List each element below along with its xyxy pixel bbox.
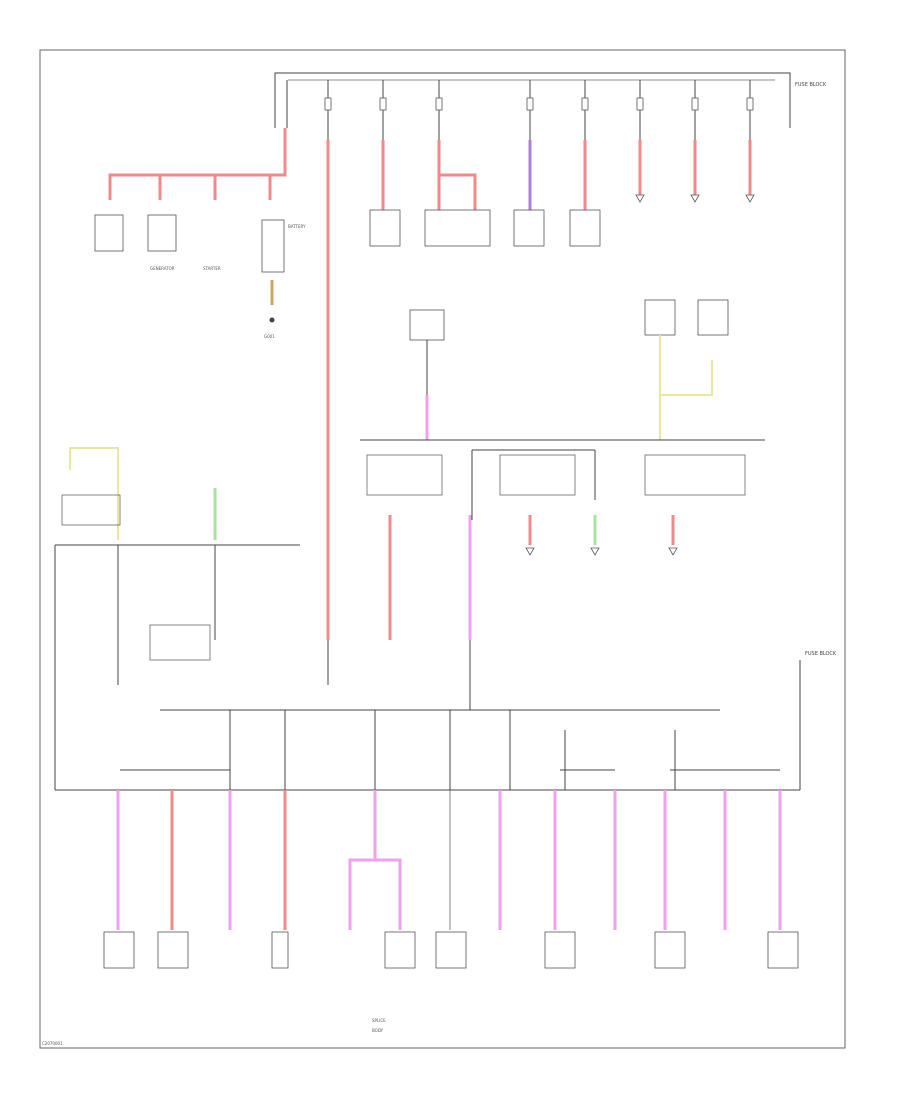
top-fuse-bus: FUSE BLOCK [274, 72, 827, 140]
lower-bus: FUSE BLOCK [55, 651, 837, 791]
fuse-box-top-label: FUSE BLOCK [795, 82, 827, 88]
integrated-supply-module-box [424, 209, 491, 247]
main-relay-box [61, 494, 121, 526]
fuse-drops [286, 80, 751, 140]
brake-light-switch-box [644, 299, 676, 336]
diagram-frame [39, 49, 846, 1049]
sensor-box [149, 624, 211, 661]
dsc-module-box [513, 209, 545, 247]
trailer-module-box [369, 209, 401, 247]
left-relay-section [54, 447, 300, 790]
clutch-switch-box [409, 309, 445, 341]
relay-2 [499, 454, 576, 496]
battery-label: BATTERY [288, 224, 306, 229]
relay-3 [644, 454, 746, 496]
power-source-cluster: GENERATOR STARTER BATTERY G001 [94, 128, 306, 339]
starter-label: STARTER [203, 266, 221, 271]
bottom-components [103, 931, 799, 969]
fuse-symbols [324, 97, 754, 111]
transfer-case-module-box [569, 209, 601, 247]
ground-label: G001 [264, 334, 275, 339]
diagram-id: C2070001 [42, 1041, 63, 1046]
middle-switch-section [360, 299, 765, 710]
fuse-box-side-label: FUSE BLOCK [805, 651, 837, 657]
bottom-wires [116, 790, 782, 930]
electric-coolant-pump-box [94, 214, 124, 252]
battery-box [261, 219, 285, 273]
generator-label: GENERATOR [150, 266, 175, 271]
legend-body: BODY [372, 1028, 384, 1033]
steering-column-switch-box [697, 299, 729, 336]
relay-1 [366, 454, 443, 496]
generator-box [147, 214, 177, 252]
legend-splice: SPLICE [372, 1018, 386, 1023]
top-component-row [369, 140, 755, 247]
